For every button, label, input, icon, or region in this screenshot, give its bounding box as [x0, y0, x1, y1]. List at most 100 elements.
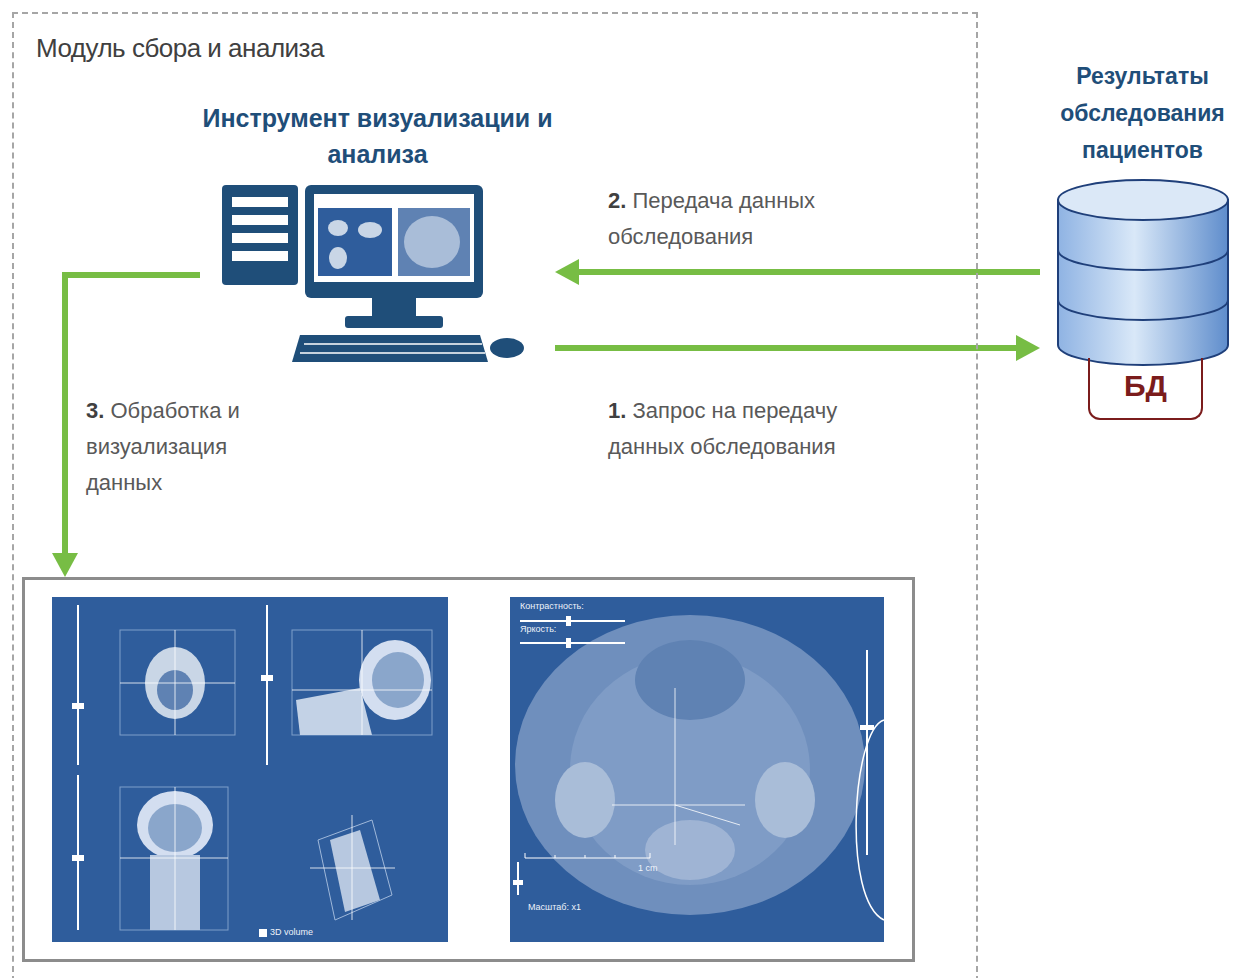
edge-label: 1. Запрос на передачу данных обследовани… — [608, 393, 908, 465]
module-region: Модуль сбора и анализаИнструмент визуали… — [12, 12, 978, 978]
screenshot-left-part — [120, 683, 235, 684]
screenshot-right-part — [645, 820, 735, 880]
connector-line — [577, 269, 1040, 275]
screenshot-right-part — [525, 853, 526, 858]
screenshot-left-part — [120, 630, 235, 735]
screenshot-right — [510, 597, 884, 942]
screenshot-left-part — [175, 630, 176, 735]
ui-text: 3D volume — [270, 927, 313, 938]
screenshot-right-part — [866, 650, 868, 855]
computer-icon-part — [232, 215, 288, 225]
screenshot-left-part — [72, 703, 84, 709]
screenshot-left-part — [72, 855, 84, 861]
screenshot-right-part — [555, 762, 615, 838]
screenshot-right-part — [635, 640, 745, 720]
computer-icon-part — [490, 338, 524, 358]
computer-icon-part — [292, 335, 488, 362]
screenshot-left-part — [261, 675, 273, 681]
screenshot-right-part — [856, 720, 884, 920]
screenshot-left-part — [120, 787, 228, 930]
screenshot-right-part — [566, 616, 571, 626]
screenshot-right-part — [860, 725, 874, 730]
screenshot-left-part — [292, 630, 432, 735]
screenshot-right-part — [555, 855, 556, 858]
step-text: Запрос на передачу данных обследования — [608, 398, 837, 459]
computer-icon-part — [314, 194, 474, 282]
ui-text: 1 cm — [638, 863, 658, 874]
screenshot-panel: Контрастность: Яркость: 3D volume Масштаб: … — [22, 577, 915, 962]
step-text: Обработка и визуализация данных — [86, 398, 240, 495]
screenshot-right-part — [755, 762, 815, 838]
screenshot-left-part — [259, 929, 267, 937]
screenshot-left-part — [330, 830, 380, 912]
screenshot-right-part — [585, 855, 586, 858]
screenshot-left — [52, 597, 448, 942]
screenshot-left-part — [77, 605, 79, 765]
step-number: 2. — [608, 188, 626, 213]
connector-line — [555, 345, 1018, 351]
arrow-connector — [555, 335, 1040, 361]
screenshot-right-part — [513, 880, 523, 885]
computer-icon-part — [398, 208, 470, 276]
db-label: БД — [1088, 368, 1203, 404]
screenshot-left-part — [296, 688, 372, 735]
node-heading: Инструмент визуализации и анализа — [200, 100, 555, 172]
db-label-box: БД — [1088, 358, 1203, 420]
screenshot-left-part — [359, 640, 431, 720]
database-cylinder — [1058, 180, 1228, 365]
computer-icon-part — [232, 233, 288, 243]
screenshot-left-part — [318, 820, 392, 920]
computer-icon — [222, 185, 524, 362]
screenshot-right-part — [650, 853, 651, 858]
screenshot-left-part — [310, 868, 395, 869]
computer-icon-part — [329, 247, 347, 269]
screenshot-left-part — [52, 597, 448, 942]
step-number: 1. — [608, 398, 626, 423]
step-number: 3. — [86, 398, 104, 423]
screenshot-right-part — [566, 638, 571, 648]
ui-text: Масштаб: x1 — [528, 902, 581, 913]
screenshot-left-part — [120, 858, 228, 859]
ui-text: Контрастность: — [520, 601, 584, 612]
edge-label: 2. Передача данных обследования — [608, 183, 908, 255]
screenshot-right-part — [520, 642, 625, 644]
screenshot-right-part — [675, 688, 676, 845]
ui-text: Яркость: — [520, 624, 556, 635]
screenshot-left-part — [266, 605, 268, 765]
computer-icon-part — [222, 185, 298, 285]
screenshot-left-part — [77, 775, 79, 930]
screenshot-right-part — [525, 858, 650, 859]
screenshot-left-part — [362, 630, 363, 735]
node-heading: Результаты обследования пациентов — [1040, 58, 1245, 169]
arrowhead — [52, 553, 78, 577]
screenshot-left-part — [352, 815, 353, 920]
screenshot-right-part — [612, 805, 745, 806]
edge-label: 3. Обработка и визуализация данных — [86, 393, 286, 501]
screenshot-left-part — [372, 652, 424, 708]
screenshot-right-part — [615, 855, 616, 858]
computer-icon-part — [300, 352, 485, 354]
screenshot-left-part — [175, 787, 176, 930]
screenshot-right-part — [515, 615, 865, 915]
computer-icon-part — [318, 208, 392, 276]
screenshot-right-part — [510, 597, 884, 942]
computer-icon-part — [345, 316, 443, 328]
tool-node: Инструмент визуализации и анализа — [200, 100, 555, 365]
database-cylinder-part — [1058, 180, 1228, 220]
arrowhead — [1016, 335, 1040, 361]
computer-icon-part — [305, 185, 483, 298]
arrow-connector — [555, 259, 1040, 285]
arrowhead — [555, 259, 579, 285]
computer-icon-part — [358, 222, 382, 238]
computer-icon-part — [304, 343, 482, 345]
screenshot-right-part — [520, 620, 625, 622]
screenshot-right-part — [517, 862, 519, 895]
step-text: Передача данных обследования — [608, 188, 815, 249]
screenshot-right-part — [675, 805, 740, 825]
database-node: Результаты обследования пациентовБД — [1040, 55, 1248, 425]
region-title: Модуль сбора и анализа — [36, 32, 476, 64]
arrow-connector — [52, 275, 200, 577]
